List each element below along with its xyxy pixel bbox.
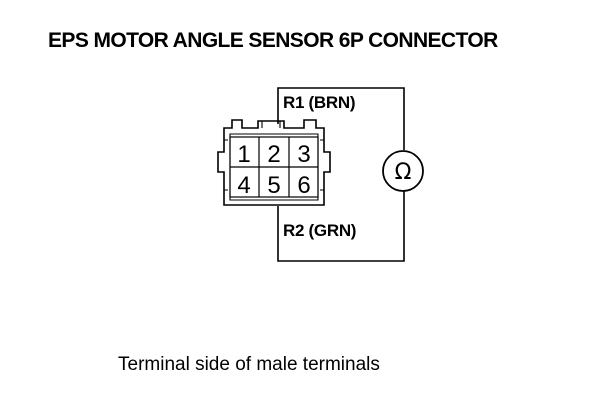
r1-wire bbox=[277, 87, 405, 150]
pin-1-label: 1 bbox=[237, 141, 250, 168]
diagram-caption: Terminal side of male terminals bbox=[118, 354, 380, 375]
pin-labels: 1 2 3 4 5 6 bbox=[237, 141, 310, 199]
ohm-symbol: Ω bbox=[395, 160, 412, 185]
meter-wire-loop bbox=[277, 87, 405, 262]
pin-4-label: 4 bbox=[237, 172, 250, 199]
pin-5-label: 5 bbox=[267, 172, 280, 199]
diagram-title: EPS MOTOR ANGLE SENSOR 6P CONNECTOR bbox=[48, 29, 498, 52]
ohmmeter-icon: Ω bbox=[382, 150, 424, 192]
r2-wire bbox=[277, 191, 405, 262]
r2-wire-label: R2 (GRN) bbox=[283, 221, 356, 240]
pin-6-label: 6 bbox=[297, 172, 310, 199]
pin-3-label: 3 bbox=[297, 141, 310, 168]
r1-wire-label: R1 (BRN) bbox=[283, 93, 355, 112]
pin-2-label: 2 bbox=[267, 141, 280, 168]
pin-grid bbox=[229, 136, 319, 198]
